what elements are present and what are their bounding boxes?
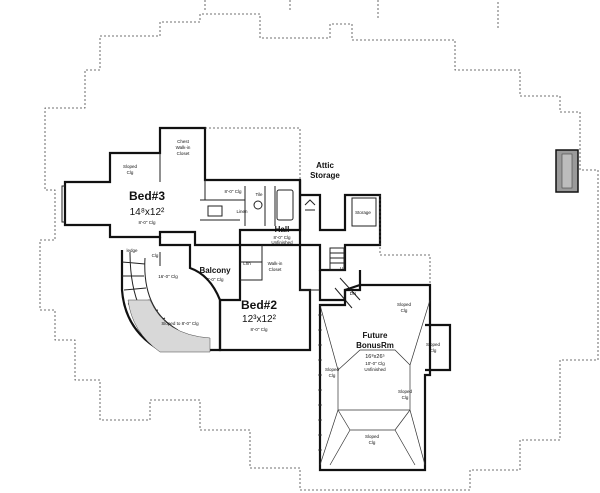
- small-labels: Chest Walk-in Closet Sloped Clg 8'-0" Cl…: [123, 139, 441, 445]
- ledge-label: ledge: [126, 248, 138, 253]
- walkin-closet-1: Walk-in: [268, 261, 283, 266]
- sloped-clg-bonus-s-2: Clg: [369, 440, 376, 445]
- chimney: [555, 149, 579, 193]
- bed3-size: 14⁸x12²: [130, 207, 165, 218]
- bed3-name: Bed#3: [129, 189, 165, 203]
- bonus-note: Unfinished: [364, 367, 386, 372]
- bed2-walls: [218, 243, 312, 352]
- bed2-label: Bed#2 12³x12² 8'-0" Clg: [241, 298, 277, 332]
- hall-label: Hall 8'-0" Clg Unfinished: [271, 225, 293, 245]
- hall-ceiling: 8'-0" Clg: [274, 235, 291, 240]
- sloped-clg-bed3-1: Sloped: [123, 164, 138, 169]
- walkin-closet-2: Closet: [269, 267, 283, 272]
- balcony-ceiling: 8'-0" Clg: [207, 277, 224, 282]
- sloped-to-clg: Sloped to 8'-0" Clg: [161, 321, 199, 326]
- linen-bed2: Lnn: [243, 261, 251, 266]
- bed2-size: 12³x12²: [242, 314, 277, 325]
- sloped-clg-bonus-e-1: Sloped: [426, 342, 441, 347]
- bed2-ceiling: 8'-0" Clg: [251, 327, 268, 332]
- hall-name: Hall: [275, 225, 290, 234]
- sloped-clg-bonus-se-1: Sloped: [398, 389, 413, 394]
- attic-line2: Storage: [310, 171, 340, 180]
- bed3-label: Bed#3 14⁸x12² 8'-0" Clg: [129, 189, 165, 225]
- bath-ceiling: 8'-0" Clg: [225, 189, 242, 194]
- attic-line1: Attic: [316, 161, 334, 170]
- sloped-clg-bonus-se-2: Clg: [402, 395, 409, 400]
- sloped-clg-bonus-ne-2: Clg: [401, 308, 408, 313]
- chest-closet-line1: Chest: [177, 139, 190, 144]
- sloped-clg-bed3-2: Clg: [127, 170, 134, 175]
- balcony-name: Balcony: [199, 266, 231, 275]
- sloped-clg-bonus-ne-1: Sloped: [397, 302, 412, 307]
- sloped-clg-bonus-w-2: Clg: [329, 373, 336, 378]
- chest-closet-line2: Walk-in: [176, 145, 191, 150]
- bonus-name-line2: BonusRm: [356, 341, 394, 350]
- ceiling-marks: [304, 199, 316, 211]
- bonus-name-line1: Future: [363, 331, 388, 340]
- tile-label: Tile: [255, 192, 263, 197]
- bonus-size: 16⁸x26⁵: [365, 353, 385, 360]
- chest-closet-line3: Closet: [177, 151, 191, 156]
- sloped-clg-bonus-e-2: Clg: [430, 348, 437, 353]
- main-floor-outline: [39, 0, 599, 491]
- bonus-label: Future BonusRm 16⁸x26⁵ 10'-0" Clg Unfini…: [356, 331, 394, 372]
- up-label: Up: [340, 266, 346, 271]
- bed2-name: Bed#2: [241, 298, 277, 312]
- dn-label: DN: [350, 291, 357, 296]
- curved-stair: [120, 237, 222, 353]
- sloped-clg-bonus-w-1: Sloped: [325, 367, 340, 372]
- bed3-ceiling: 8'-0" Clg: [139, 220, 156, 225]
- sloped-clg-bonus-s-1: Sloped: [365, 434, 380, 439]
- attic-label: Attic Storage: [310, 161, 340, 180]
- hall-core: [298, 180, 382, 309]
- stair-clg: Clg: [152, 253, 159, 258]
- bonus-ceiling: 10'-0" Clg: [365, 361, 385, 366]
- balcony-label: Balcony 8'-0" Clg: [199, 266, 231, 282]
- bonus-room: [318, 283, 452, 472]
- storage-label: Storage: [355, 210, 371, 215]
- linen-label: Linen: [236, 209, 248, 214]
- stair-ceiling: 16'-0" Clg: [158, 274, 178, 279]
- hall-note: Unfinished: [271, 240, 293, 245]
- attic-area: [205, 127, 431, 285]
